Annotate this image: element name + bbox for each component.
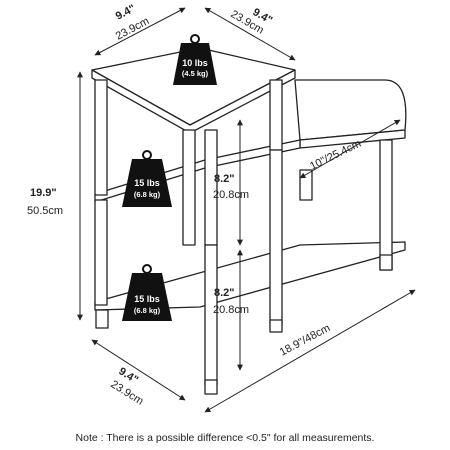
foot: [95, 309, 109, 329]
top-width-in: 9.4": [114, 2, 138, 22]
weight-middle-kg: (6.8 kg): [134, 190, 161, 199]
upper-gap-cm: 20.8cm: [213, 189, 249, 201]
post: [269, 149, 283, 326]
weight-icon-bottom: 15 lbs (6.8 kg): [122, 264, 172, 321]
weight-top-kg: (4.5 kg): [182, 69, 209, 78]
lower-gap-in: 8.2": [214, 287, 235, 299]
post: [94, 199, 108, 306]
weight-icon-middle: 15 lbs (6.8 kg): [122, 150, 172, 207]
post: [182, 129, 196, 246]
post: [204, 129, 218, 246]
post: [94, 79, 108, 196]
bottom-length-arrow: [204, 289, 416, 413]
weight-bottom-kg: (6.8 kg): [134, 306, 161, 315]
height-in: 19.9": [30, 187, 57, 199]
foot: [204, 379, 218, 395]
post: [269, 79, 283, 151]
foot: [269, 319, 283, 333]
height-cm: 50.5cm: [27, 205, 63, 217]
upper-gap-in: 8.2": [214, 173, 235, 185]
weight-bottom-lbs: 15 lbs: [134, 294, 160, 304]
measurement-note: Note : There is a possible difference <0…: [75, 432, 375, 444]
bottom-depth-arrow: [91, 339, 186, 401]
bottom-shelf: [94, 241, 406, 311]
post: [379, 139, 393, 271]
bottom-depth-cm: 23.9cm: [108, 378, 145, 407]
weight-icon-top: 10 lbs (4.5 kg): [173, 34, 217, 85]
weight-middle-lbs: 15 lbs: [134, 178, 160, 188]
step-depth-arrow: [299, 119, 401, 179]
weight-top-lbs: 10 lbs: [182, 58, 208, 68]
foot: [379, 254, 393, 271]
top-depth-arrow: [204, 7, 296, 61]
bottom-length: 18.9"/48cm: [278, 322, 332, 359]
top-width-arrow: [94, 7, 186, 56]
lower-gap-cm: 20.8cm: [213, 304, 249, 316]
